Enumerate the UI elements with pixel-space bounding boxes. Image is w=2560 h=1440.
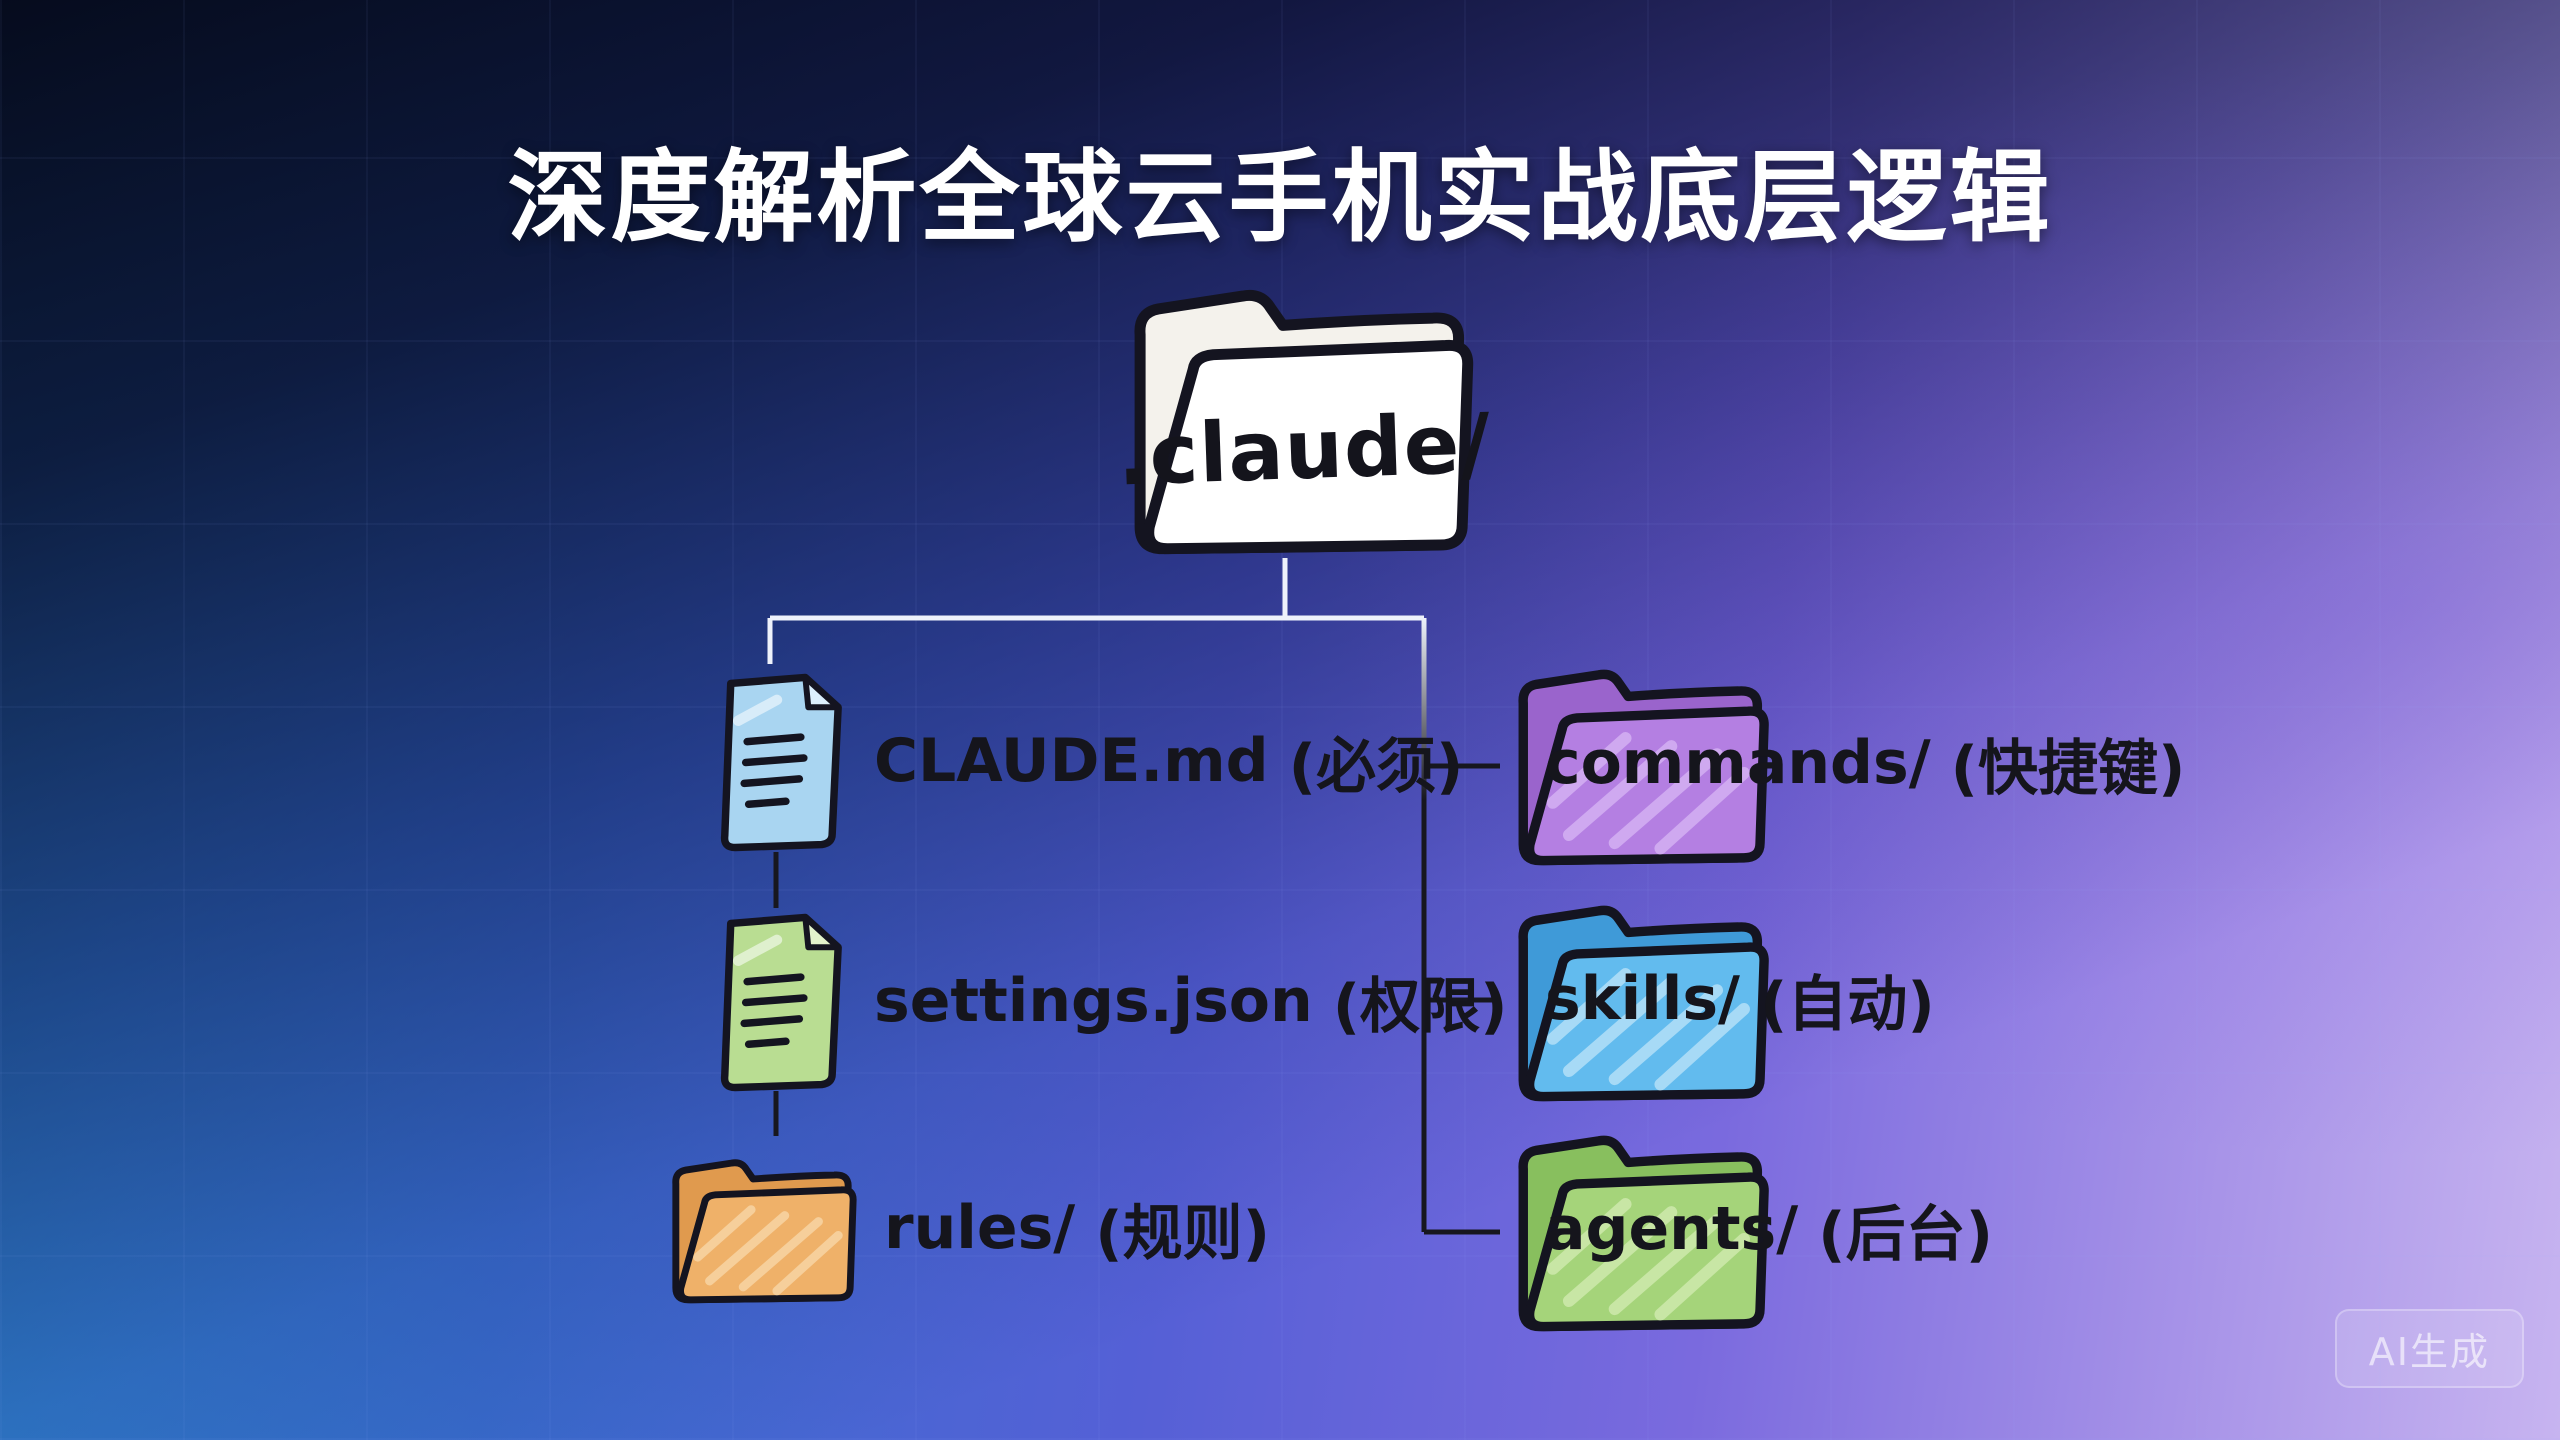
folder-icon <box>1518 1135 1769 1332</box>
folder-note: (快捷键) <box>1950 733 2186 804</box>
tree-item-settings-json: settings.json (权限) <box>698 910 1508 1092</box>
item-label: skills/ (自动) <box>1545 888 1935 1110</box>
folder-note: (后台) <box>1818 1199 1993 1270</box>
tree-item-commands: commands/ (快捷键) <box>1497 652 2185 874</box>
file-name: settings.json <box>874 966 1313 1036</box>
root-folder-label: .claude/ <box>1115 395 1493 504</box>
file-name: CLAUDE.md <box>874 726 1269 796</box>
tree-item-rules: rules/ (规则) <box>660 1133 1270 1323</box>
document-icon <box>720 673 842 852</box>
folder-name: rules/ <box>884 1193 1076 1263</box>
document-icon <box>720 913 842 1092</box>
tree-item-agents: agents/ (后台) <box>1497 1118 1993 1340</box>
item-label: CLAUDE.md (必须) <box>874 670 1463 852</box>
item-label: commands/ (快捷键) <box>1545 652 2185 874</box>
item-label: rules/ (规则) <box>884 1133 1270 1323</box>
folder-icon <box>672 1159 857 1304</box>
folder-icon <box>1518 905 1769 1102</box>
tree-item-claude-md: CLAUDE.md (必须) <box>698 670 1463 852</box>
folder-icon <box>1134 289 1474 555</box>
folder-note: (自动) <box>1759 969 1935 1040</box>
file-note: (必须) <box>1288 731 1464 802</box>
file-note: (权限) <box>1332 971 1508 1042</box>
folder-name: agents/ <box>1545 1194 1799 1264</box>
folder-name: skills/ <box>1545 964 1740 1034</box>
tree-item-skills: skills/ (自动) <box>1497 888 1935 1110</box>
root-folder: .claude/ <box>1078 265 1528 567</box>
folder-note: (规则) <box>1095 1198 1271 1269</box>
item-label: settings.json (权限) <box>874 910 1508 1092</box>
folder-icon <box>1518 669 1769 866</box>
item-label: agents/ (后台) <box>1545 1118 1993 1340</box>
folder-name: commands/ <box>1545 728 1931 798</box>
page-title: 深度解析全球云手机实战底层逻辑 <box>507 139 2053 256</box>
ai-generated-watermark: AI生成 <box>2334 1309 2524 1388</box>
